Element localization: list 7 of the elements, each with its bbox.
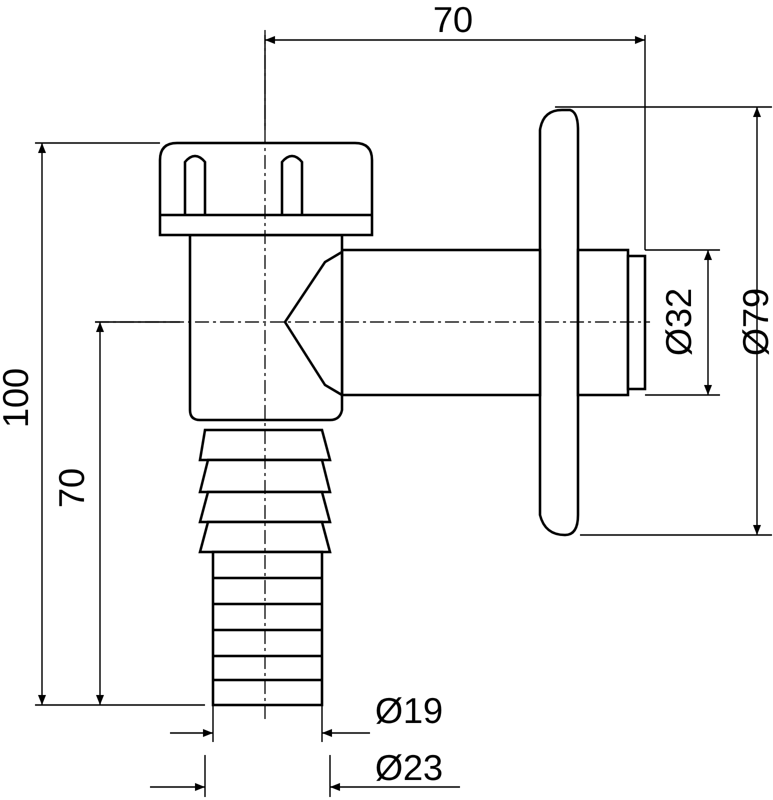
dimension-value: 70 — [54, 468, 90, 508]
dimension-value: Ø32 — [661, 288, 698, 356]
dimension-value: Ø79 — [738, 288, 773, 356]
dimension-value: Ø23 — [375, 750, 444, 786]
dimension-value: 70 — [433, 2, 474, 38]
dimension-value: Ø19 — [375, 693, 444, 729]
dimension-value: 100 — [0, 368, 34, 428]
